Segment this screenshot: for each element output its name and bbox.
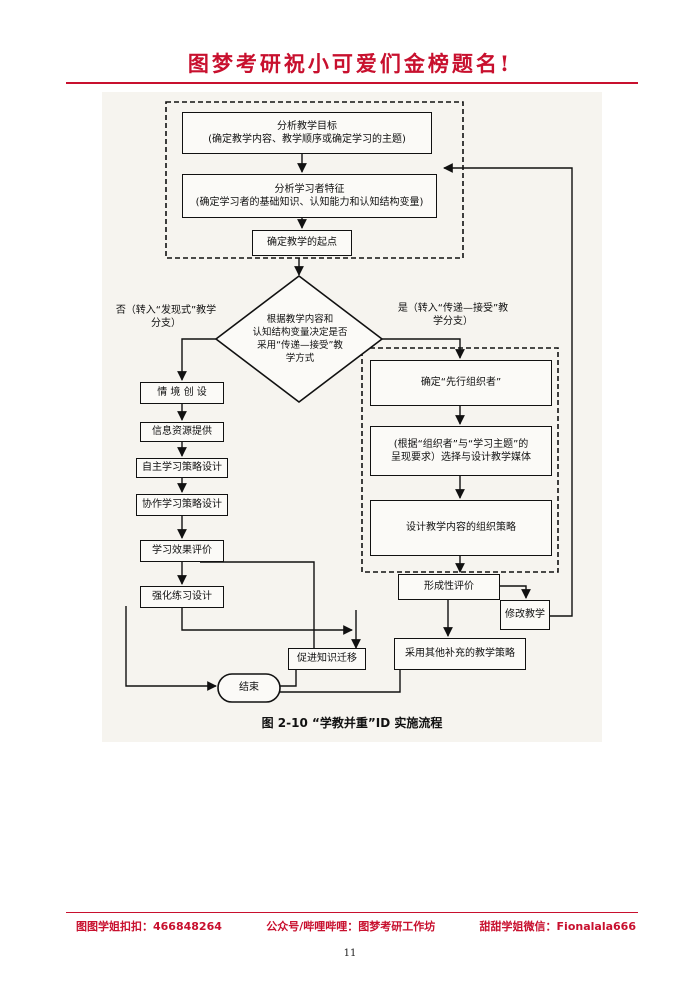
revise-box: 修改教学 <box>500 600 550 630</box>
eval-effect-box: 学习效果评价 <box>140 540 224 562</box>
scanned-flowchart-photo: 分析教学目标 (确定教学内容、教学顺序或确定学习的主题) 分析学习者特征 (确定… <box>102 92 602 742</box>
end-terminal <box>217 673 281 703</box>
footer-wechat: 甜甜学姐微信：Fionalala666 <box>479 920 636 933</box>
transfer-box: 促进知识迁移 <box>288 648 366 670</box>
situation-box: 情 境 创 设 <box>140 382 224 404</box>
start-point-box: 确定教学的起点 <box>252 230 352 256</box>
top-dashed-group <box>165 101 464 259</box>
decision-diamond <box>214 274 384 404</box>
organizer-box: 确定“先行组织者” <box>370 360 552 406</box>
page-header-title: 图梦考研祝小可爱们金榜题名! <box>187 51 513 76</box>
figure-caption: 图 2-10 “学教并重”ID 实施流程 <box>261 715 443 730</box>
footer-contact-bar: 图图学姐扣扣：466848264 公众号/哔哩哔哩：图梦考研工作坊 甜甜学姐微信… <box>76 918 636 934</box>
flowchart-lines <box>125 101 573 703</box>
yes-branch-label: 是（转入“传递—接受”教 学分支） <box>397 302 509 328</box>
decision-text: 根据教学内容和 认知结构变量决定是否 采用“传递—接受”教 学方式 <box>252 314 348 364</box>
supplement-box: 采用其他补充的教学策略 <box>394 638 526 670</box>
analyze-goal-box: 分析教学目标 (确定教学内容、教学顺序或确定学习的主题) <box>182 112 432 154</box>
end-label: 结束 <box>239 682 259 694</box>
org-strategy-box: 设计教学内容的组织策略 <box>370 500 552 556</box>
collab-study-box: 协作学习策略设计 <box>136 494 228 516</box>
self-study-box: 自主学习策略设计 <box>136 458 228 478</box>
formative-eval-box: 形成性评价 <box>398 574 500 600</box>
no-branch-label: 否（转入“发现式”教学 分支） <box>115 304 217 330</box>
page-number: 11 <box>343 948 357 959</box>
footer-qq: 图图学姐扣扣：466848264 <box>76 920 222 933</box>
info-resource-box: 信息资源提供 <box>140 422 224 442</box>
footer-divider <box>66 912 638 913</box>
reinforce-box: 强化练习设计 <box>140 586 224 608</box>
header-divider <box>66 82 638 84</box>
media-box: (根据“组织者”与“学习主题”的 呈现要求）选择与设计教学媒体 <box>370 426 552 476</box>
footer-official-account: 公众号/哔哩哔哩：图梦考研工作坊 <box>266 920 436 933</box>
analyze-learner-box: 分析学习者特征 (确定学习者的基础知识、认知能力和认知结构变量) <box>182 174 437 218</box>
